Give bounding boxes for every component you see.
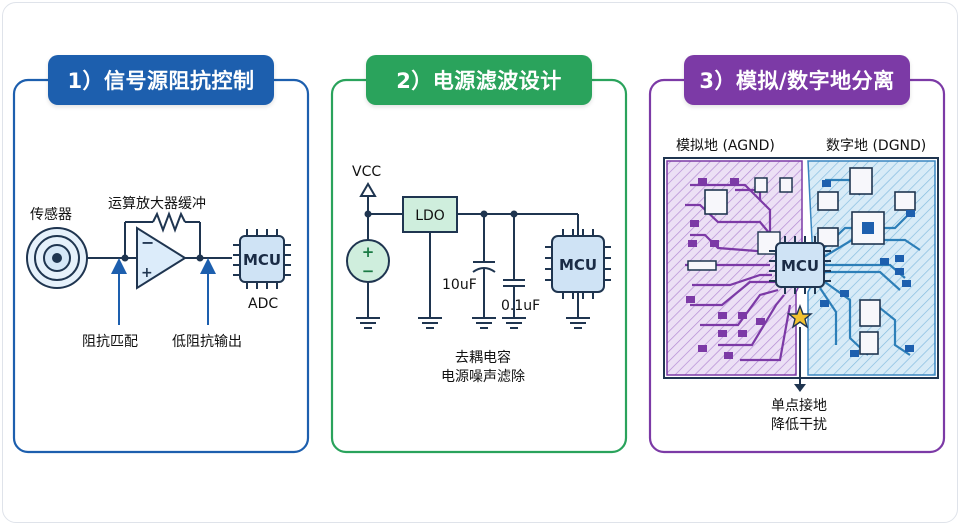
panel-3-title: 3）模拟/数字地分离 <box>684 55 910 105</box>
ldo-box <box>402 196 458 233</box>
opamp-minus: − <box>141 233 154 252</box>
mcu-label-2: MCU <box>559 256 597 274</box>
adc-label: ADC <box>248 296 279 312</box>
voltage-source-icon <box>346 239 390 283</box>
dgnd-components <box>817 167 916 357</box>
junction-dot <box>196 254 204 262</box>
low-impedance-label: 低阻抗输出 <box>172 334 242 350</box>
sensor-icon <box>26 227 88 289</box>
junction-dot <box>364 210 372 218</box>
decoupling-label: 去耦电容 <box>455 350 511 366</box>
dgnd-label: 数字地 (DGND) <box>826 138 927 154</box>
agnd-traces <box>685 183 792 362</box>
mcu-chip-2: MCU <box>545 229 611 299</box>
arrow-down-icon <box>794 384 806 392</box>
sensor-label: 传感器 <box>30 207 72 223</box>
junction-dot <box>121 254 129 262</box>
mcu-label-1: MCU <box>243 251 281 269</box>
ldo-label: LDO <box>415 208 445 224</box>
noise-filter-label: 电源噪声滤除 <box>441 369 525 385</box>
vcc-label: VCC <box>352 164 382 180</box>
source-plus: + <box>362 243 375 261</box>
junction-dot <box>480 210 488 218</box>
star-icon <box>787 304 813 329</box>
mcu-chip-1: MCU <box>233 229 291 289</box>
buffer-label: 运算放大器缓冲 <box>108 196 206 212</box>
single-point-ground-label: 单点接地 <box>771 398 827 414</box>
source-minus: − <box>362 262 375 280</box>
agnd-label: 模拟地 (AGND) <box>676 138 775 154</box>
junction-dot <box>510 210 518 218</box>
cap-10uf-label: 10uF <box>442 277 477 293</box>
cap-01uf-label: 0.1uF <box>501 298 541 314</box>
impedance-match-label: 阻抗匹配 <box>82 334 138 350</box>
opamp-plus: + <box>141 265 153 281</box>
panel-1-title: 1）信号源阻抗控制 <box>48 55 274 105</box>
reduce-interference-label: 降低干扰 <box>771 417 827 433</box>
opamp-symbol <box>136 226 187 290</box>
mcu-label-3: MCU <box>781 257 819 275</box>
mcu-chip-3: MCU <box>769 236 831 294</box>
panel-2-title: 2）电源滤波设计 <box>366 55 592 105</box>
